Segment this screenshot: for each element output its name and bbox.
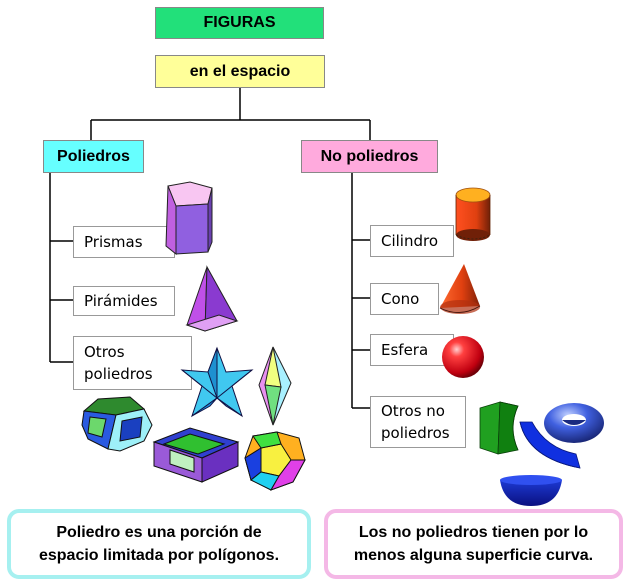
- leaf-otros-no-line1: Otros no: [381, 402, 445, 420]
- category-no-poliedros: No poliedros: [301, 140, 438, 173]
- curved-wedge-icon: [479, 401, 519, 455]
- cylinder-icon: [455, 187, 491, 241]
- leaf-cilindro: Cilindro: [370, 225, 454, 257]
- category-poliedros: Poliedros: [43, 140, 144, 173]
- leaf-otros-no-line2: poliedros: [381, 424, 450, 442]
- leaf-cono: Cono: [370, 283, 439, 315]
- no-poliedros-definition-note: Los no poliedros tienen por lo menos alg…: [324, 509, 623, 579]
- torus-icon: [544, 403, 604, 443]
- diagram-subtitle: en el espacio: [155, 55, 325, 88]
- cone-icon: [439, 264, 481, 314]
- leaf-piramides: Pirámides: [73, 286, 175, 316]
- leaf-otros-no-poliedros: Otros no poliedros: [370, 396, 466, 448]
- bipyramid-icon: [258, 346, 292, 426]
- dodecahedron-icon: [244, 431, 306, 491]
- no-poliedros-note-line1: Los no poliedros tienen por lo: [358, 524, 589, 541]
- poliedros-definition-note: Poliedro es una porción de espacio limit…: [7, 509, 311, 579]
- star-polyhedron-icon: [180, 346, 254, 418]
- rhombic-polyhedron-icon: [152, 427, 240, 483]
- diagram-title: FIGURAS: [155, 7, 324, 39]
- leaf-otros-poliedros: Otros poliedros: [73, 336, 192, 390]
- leaf-otros-line1: Otros: [84, 343, 125, 361]
- leaf-otros-line2: poliedros: [84, 365, 153, 383]
- curved-sheet-icon: [519, 421, 581, 469]
- leaf-esfera: Esfera: [370, 334, 454, 366]
- hemisphere-icon: [500, 475, 562, 506]
- poliedros-note-line1: Poliedro es una porción de: [56, 524, 262, 541]
- truncated-octahedron-icon: [81, 396, 153, 452]
- poliedros-note-line2: espacio limitada por polígonos.: [38, 547, 280, 564]
- no-poliedros-note-line2: menos alguna superficie curva.: [353, 547, 594, 564]
- prism-icon: [165, 181, 213, 256]
- sphere-icon: [442, 336, 484, 378]
- pyramid-icon: [185, 265, 239, 332]
